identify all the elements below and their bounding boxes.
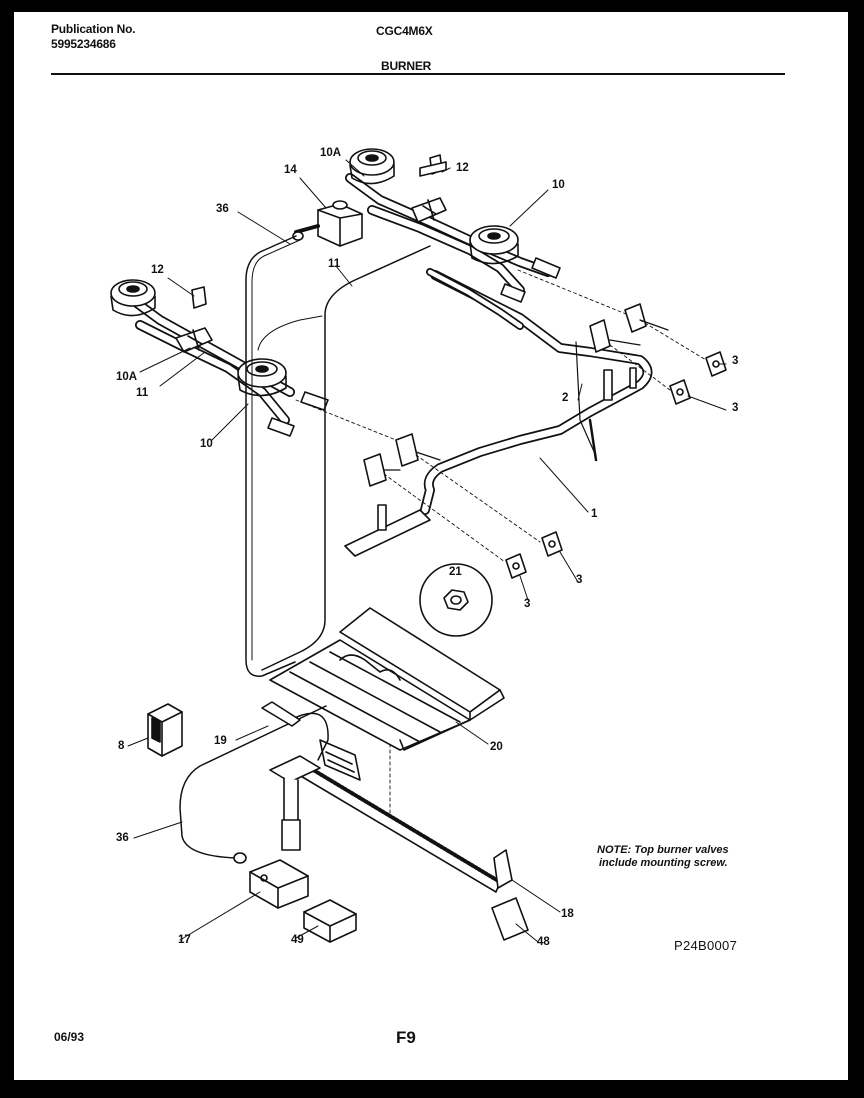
note-line-1: NOTE: Top burner valves <box>597 844 729 856</box>
safety-valve <box>249 859 357 943</box>
header-rule <box>51 73 785 75</box>
drawing-id: P24B0007 <box>674 938 738 953</box>
nut-detail <box>419 563 493 637</box>
callout-11-upper: 11 <box>328 258 341 270</box>
callout-10-rear: 10 <box>552 179 565 191</box>
footer-page: F9 <box>396 1028 416 1047</box>
manifold-pipe <box>344 268 653 557</box>
callout-19: 19 <box>214 735 227 747</box>
callout-3-a: 3 <box>732 355 739 367</box>
gas-tubing <box>245 235 431 677</box>
oven-burner <box>269 739 529 941</box>
callout-1: 1 <box>591 508 598 520</box>
callout-3-c: 3 <box>576 574 583 586</box>
callout-17: 17 <box>178 934 191 946</box>
callout-10a-rear: 10A <box>320 147 342 159</box>
left-burner-assembly <box>110 279 329 437</box>
burner-valves <box>363 303 669 487</box>
pressure-regulator <box>292 200 363 247</box>
callout-18: 18 <box>561 908 574 920</box>
publication-label: Publication No. <box>51 22 136 36</box>
callout-2: 2 <box>562 392 569 404</box>
callout-20: 20 <box>490 741 503 753</box>
callout-12-rear: 12 <box>456 162 469 174</box>
callout-3-d: 3 <box>524 598 531 610</box>
rear-burner-assembly <box>345 148 561 303</box>
callout-49: 49 <box>291 934 304 946</box>
callout-10a-left: 10A <box>116 371 138 383</box>
callout-36-upper: 36 <box>216 203 229 215</box>
callout-8: 8 <box>118 740 125 752</box>
note-line-2: include mounting screw. <box>599 857 728 869</box>
footer-date: 06/93 <box>54 1030 85 1044</box>
oven-thermostat <box>147 703 183 757</box>
publication-number: 5995234686 <box>51 37 116 51</box>
callout-3-b: 3 <box>732 402 739 414</box>
callout-36-lower: 36 <box>116 832 129 844</box>
section-title: BURNER <box>381 59 432 73</box>
callout-48: 48 <box>537 936 550 948</box>
callout-21: 21 <box>449 566 462 578</box>
leader-lines <box>127 159 727 943</box>
burner-exploded-view <box>110 148 727 943</box>
model-number: CGC4M6X <box>376 24 433 38</box>
pilot-tubing <box>179 701 329 864</box>
callout-11-left: 11 <box>136 387 149 399</box>
alignment-lines <box>295 269 707 816</box>
callout-12-left: 12 <box>151 264 164 276</box>
callout-14: 14 <box>284 164 297 176</box>
parts-sheet: Publication No. 5995234686 CGC4M6X BURNE… <box>14 12 848 1080</box>
burner-shield <box>269 607 505 751</box>
valve-clips <box>505 351 727 579</box>
callout-10-left: 10 <box>200 438 213 450</box>
